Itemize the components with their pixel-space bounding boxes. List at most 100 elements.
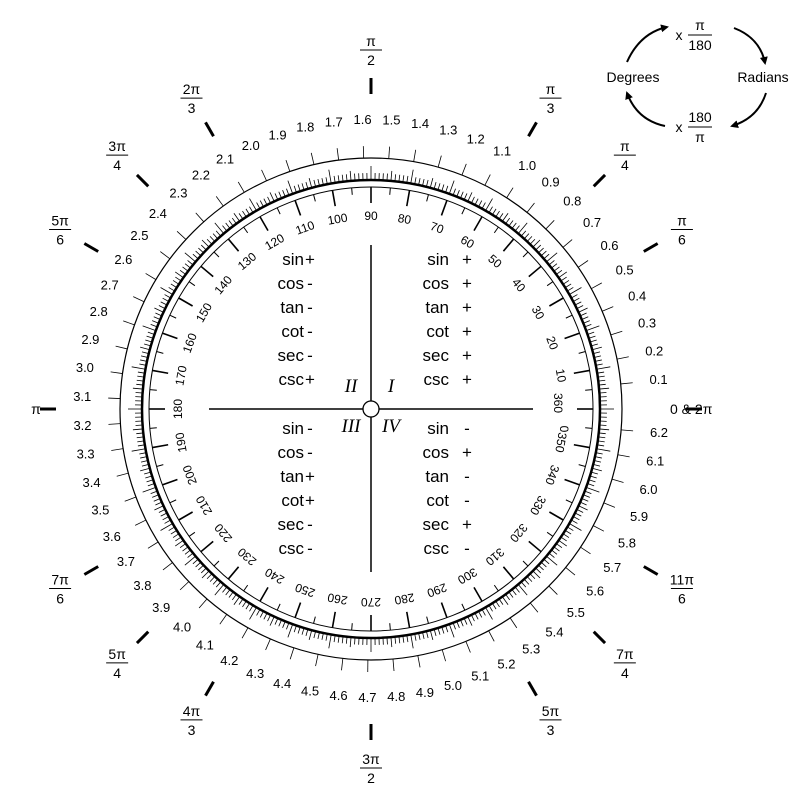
degree-tick <box>597 371 605 374</box>
degree-tick <box>131 448 146 452</box>
special-angle-marker <box>643 565 659 576</box>
degree-tick <box>162 297 169 302</box>
degree-tick <box>155 501 162 506</box>
fraction-denominator: 6 <box>678 232 686 248</box>
degree-tick <box>287 624 294 638</box>
degree-tick <box>154 505 164 511</box>
radian-label: 0.9 <box>542 175 560 190</box>
trig-function-name: csc <box>279 539 305 558</box>
trig-function-name: cos <box>423 443 449 462</box>
degree-tick <box>140 355 148 358</box>
degree-tick <box>551 549 558 555</box>
origin-marker <box>362 400 380 418</box>
degree-tick <box>341 636 344 644</box>
radian-label: 2.3 <box>169 185 187 200</box>
radian-tick <box>465 641 471 653</box>
degree-scale-tick <box>585 427 593 429</box>
degree-tick <box>488 605 493 612</box>
radians-label: Radians <box>737 69 788 85</box>
degree-tick <box>238 598 244 605</box>
radian-tick <box>198 598 208 609</box>
fraction-denominator: 4 <box>621 665 629 681</box>
degree-tick <box>142 486 156 493</box>
radian-label: 4.9 <box>416 685 434 700</box>
fraction-denominator: 3 <box>547 722 555 738</box>
trig-function-name: sec <box>423 515 450 534</box>
degree-tick <box>140 346 150 351</box>
degree-tick <box>146 335 154 339</box>
radian-label: 4.1 <box>196 637 214 652</box>
degree-tick <box>398 636 401 644</box>
degree-scale-tick <box>243 226 249 234</box>
special-angle-marker <box>135 173 150 188</box>
radian-tick <box>145 273 157 280</box>
radian-label: 4.7 <box>358 690 376 705</box>
radian-tick <box>529 602 539 613</box>
degree-tick <box>492 208 497 216</box>
degree-tick <box>593 351 601 354</box>
degree-tick <box>560 276 567 282</box>
radian-label: 0.7 <box>583 215 601 230</box>
degree-tick <box>192 253 199 260</box>
to-radians-multiply-sign: x <box>676 27 683 43</box>
radian-label: 5.5 <box>567 605 585 620</box>
degree-tick <box>478 611 483 618</box>
degree-tick <box>562 280 570 285</box>
radian-label: 5.3 <box>522 642 540 657</box>
radian-label: 2.9 <box>81 332 99 347</box>
to-degrees-denominator: π <box>695 129 705 145</box>
degree-scale-tick <box>426 194 429 202</box>
radian-tick <box>562 239 573 248</box>
degree-tick <box>597 440 605 443</box>
radian-label: 5.6 <box>586 583 604 598</box>
degree-tick <box>540 561 547 568</box>
trig-function-name: csc <box>424 539 450 558</box>
radian-tick <box>162 562 173 571</box>
degree-tick <box>460 619 464 627</box>
degree-label: 300 <box>455 565 480 587</box>
degree-tick <box>410 169 414 184</box>
degree-tick <box>147 331 155 335</box>
degree-tick <box>158 509 166 513</box>
trig-function-name: cos <box>278 274 304 293</box>
degree-tick <box>200 244 207 251</box>
degree-scale-tick <box>528 265 542 278</box>
radian-tick <box>616 356 629 360</box>
degree-tick <box>402 635 405 643</box>
radian-label: 3.8 <box>133 578 151 593</box>
trig-function-name: cot <box>426 491 449 510</box>
degree-tick <box>538 247 544 254</box>
radian-label: 3.1 <box>73 389 91 404</box>
degree-tick <box>505 217 511 224</box>
degree-tick <box>414 633 417 641</box>
degree-tick <box>313 631 316 639</box>
radian-label: 2.0 <box>242 138 260 153</box>
special-angle-marker <box>527 681 538 697</box>
degree-tick <box>460 191 464 199</box>
radian-tick <box>336 148 340 161</box>
degree-label: 340 <box>542 463 562 487</box>
degree-scale-tick <box>162 478 178 486</box>
degree-tick <box>535 567 542 574</box>
degree-tick <box>269 616 275 626</box>
degree-tick <box>293 185 297 193</box>
degree-tick <box>209 576 216 582</box>
degree-tick <box>305 182 309 189</box>
degree-tick <box>586 486 600 493</box>
radian-tick <box>115 345 128 350</box>
degree-tick <box>137 371 145 374</box>
special-angle-marker <box>643 242 659 253</box>
degree-label: 200 <box>180 463 200 487</box>
trig-sign: + <box>462 370 472 389</box>
trig-sign: - <box>464 419 470 438</box>
radian-tick <box>437 155 442 168</box>
trig-function-name: tan <box>280 298 304 317</box>
degree-tick <box>231 594 237 601</box>
degree-tick <box>192 558 199 565</box>
degree-tick <box>136 436 144 439</box>
fraction-denominator: 4 <box>113 157 121 173</box>
degree-tick <box>406 635 409 643</box>
degree-tick <box>212 233 219 240</box>
radian-tick <box>621 429 634 432</box>
degree-tick <box>598 383 606 386</box>
